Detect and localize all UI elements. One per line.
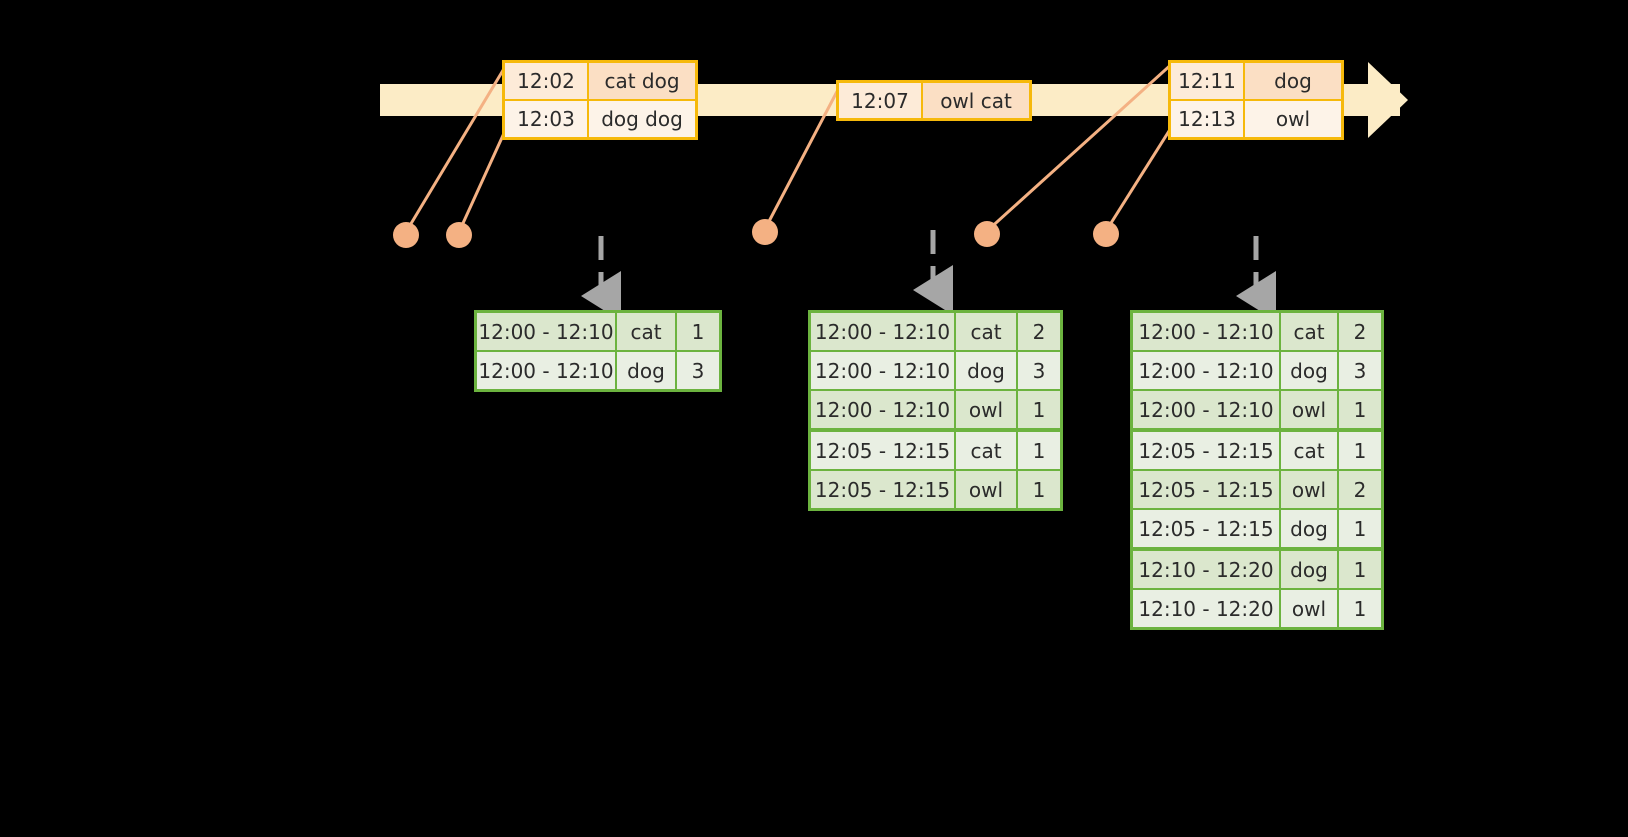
- cell-window: 12:10 - 12:20: [1133, 551, 1281, 588]
- cell-word: owl: [956, 471, 1018, 508]
- cell-count: 3: [1018, 352, 1060, 389]
- cell-count: 1: [1339, 590, 1381, 627]
- cell-count: 1: [1339, 551, 1381, 588]
- event-group-1[interactable]: 12:02 cat dog 12:03 dog dog: [502, 60, 698, 140]
- event-dot-2: [446, 222, 472, 248]
- event-time: 12:02: [505, 63, 589, 99]
- event-group-2[interactable]: 12:07 owl cat: [836, 80, 1032, 121]
- cell-count: 2: [1018, 313, 1060, 350]
- cell-count: 1: [1339, 432, 1381, 469]
- cell-count: 2: [1339, 313, 1381, 350]
- event-row: 12:11 dog: [1171, 63, 1341, 99]
- cell-count: 1: [1018, 471, 1060, 508]
- cell-word: dog: [1281, 551, 1339, 588]
- event-words: dog dog: [589, 101, 695, 137]
- event-words: owl cat: [923, 83, 1029, 118]
- cell-window: 12:05 - 12:15: [1133, 432, 1281, 469]
- cell-count: 1: [1018, 391, 1060, 428]
- cell-count: 3: [677, 352, 719, 389]
- cell-count: 1: [1339, 391, 1381, 428]
- event-dot-4: [974, 221, 1000, 247]
- event-dot-3: [752, 219, 778, 245]
- event-row: 12:02 cat dog: [505, 63, 695, 99]
- cell-word: owl: [1281, 391, 1339, 428]
- cell-window: 12:00 - 12:10: [477, 352, 617, 389]
- cell-count: 2: [1339, 471, 1381, 508]
- arrow-right-icon: [1368, 62, 1408, 138]
- event-row: 12:13 owl: [1171, 99, 1341, 137]
- cell-window: 12:00 - 12:10: [811, 313, 956, 350]
- cell-window: 12:00 - 12:10: [1133, 352, 1281, 389]
- cell-window: 12:05 - 12:15: [811, 432, 956, 469]
- event-time: 12:07: [839, 83, 923, 118]
- cell-window: 12:10 - 12:20: [1133, 590, 1281, 627]
- cell-count: 1: [1018, 432, 1060, 469]
- cell-word: owl: [1281, 590, 1339, 627]
- cell-count: 1: [677, 313, 719, 350]
- cell-window: 12:00 - 12:10: [477, 313, 617, 350]
- event-dot-1: [393, 222, 419, 248]
- cell-word: cat: [617, 313, 677, 350]
- cell-word: owl: [1281, 471, 1339, 508]
- event-words: owl: [1245, 101, 1341, 137]
- cell-window: 12:05 - 12:15: [811, 471, 956, 508]
- cell-count: 1: [1339, 510, 1381, 547]
- cell-word: cat: [1281, 313, 1339, 350]
- cell-word: dog: [617, 352, 677, 389]
- cell-word: dog: [1281, 510, 1339, 547]
- event-time: 12:11: [1171, 63, 1245, 99]
- event-words: cat dog: [589, 63, 695, 99]
- connector-line-5: [1104, 119, 1178, 232]
- event-dot-5: [1093, 221, 1119, 247]
- cell-count: 3: [1339, 352, 1381, 389]
- cell-word: cat: [956, 432, 1018, 469]
- event-time: 12:03: [505, 101, 589, 137]
- event-group-3[interactable]: 12:11 dog 12:13 owl: [1168, 60, 1344, 140]
- event-words: dog: [1245, 63, 1341, 99]
- cell-window: 12:05 - 12:15: [1133, 510, 1281, 547]
- cell-word: cat: [956, 313, 1018, 350]
- cell-word: dog: [1281, 352, 1339, 389]
- event-time: 12:13: [1171, 101, 1245, 137]
- cell-window: 12:00 - 12:10: [1133, 391, 1281, 428]
- cell-window: 12:00 - 12:10: [811, 352, 956, 389]
- cell-word: dog: [956, 352, 1018, 389]
- cell-word: owl: [956, 391, 1018, 428]
- cell-window: 12:00 - 12:10: [1133, 313, 1281, 350]
- cell-window: 12:05 - 12:15: [1133, 471, 1281, 508]
- cell-word: cat: [1281, 432, 1339, 469]
- event-row: 12:07 owl cat: [839, 83, 1029, 118]
- event-row: 12:03 dog dog: [505, 99, 695, 137]
- cell-window: 12:00 - 12:10: [811, 391, 956, 428]
